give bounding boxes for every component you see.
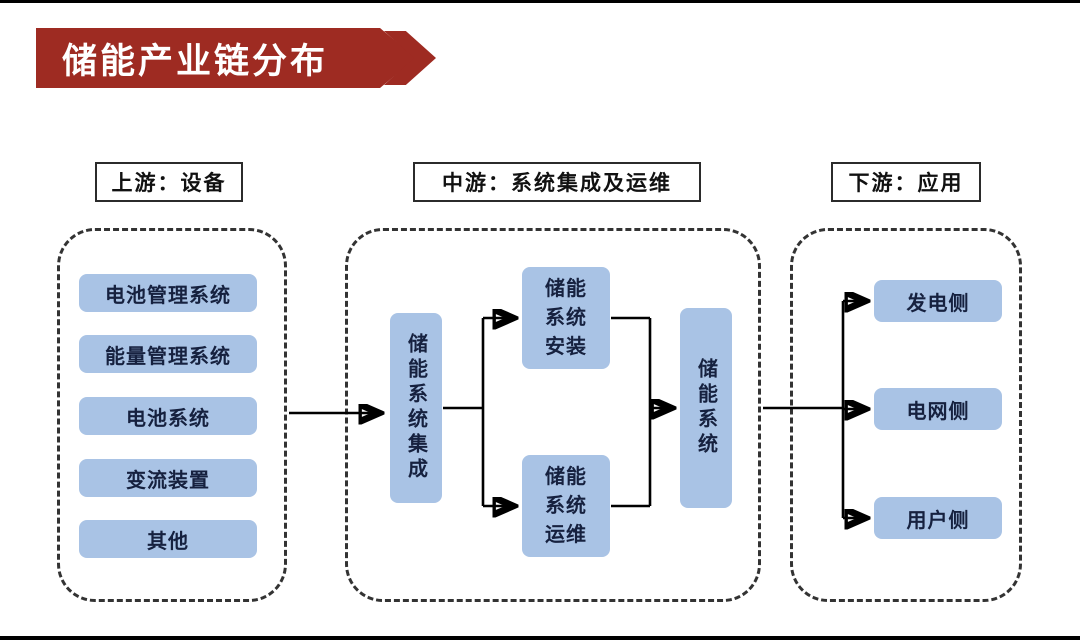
midstream-node-install-text: 储能系统安装 — [545, 277, 587, 358]
downstream-item-grid-side: 电网侧 — [874, 388, 1002, 430]
top-border-line — [0, 0, 1080, 3]
upstream-item-other: 其他 — [79, 520, 257, 558]
upstream-item-converter: 变流装置 — [79, 459, 257, 497]
title-banner-shape: 储能产业链分布 — [36, 28, 416, 88]
downstream-label: 下游：应用 — [831, 162, 981, 202]
upstream-label: 上游：设备 — [95, 162, 243, 202]
bottom-border-line — [0, 636, 1080, 640]
upstream-item-energy-management: 能量管理系统 — [79, 335, 257, 373]
downstream-item-user-side: 用户侧 — [874, 497, 1002, 539]
midstream-label: 中游：系统集成及运维 — [413, 162, 701, 202]
midstream-node-integration: 储能系统集成 — [390, 313, 442, 503]
downstream-item-generation-side: 发电侧 — [874, 280, 1002, 322]
midstream-node-operation-text: 储能系统运维 — [545, 465, 587, 546]
title-banner: 储能产业链分布 — [36, 28, 436, 88]
page-title: 储能产业链分布 — [62, 41, 329, 81]
midstream-node-operation: 储能系统运维 — [522, 455, 610, 557]
upstream-item-battery-management: 电池管理系统 — [79, 274, 257, 312]
midstream-node-storage-system: 储能系统 — [680, 308, 732, 508]
upstream-group-box — [57, 228, 287, 602]
upstream-item-battery-system: 电池系统 — [79, 397, 257, 435]
downstream-group-box — [790, 228, 1022, 602]
midstream-group-box — [345, 228, 761, 602]
midstream-node-install: 储能系统安装 — [522, 267, 610, 369]
